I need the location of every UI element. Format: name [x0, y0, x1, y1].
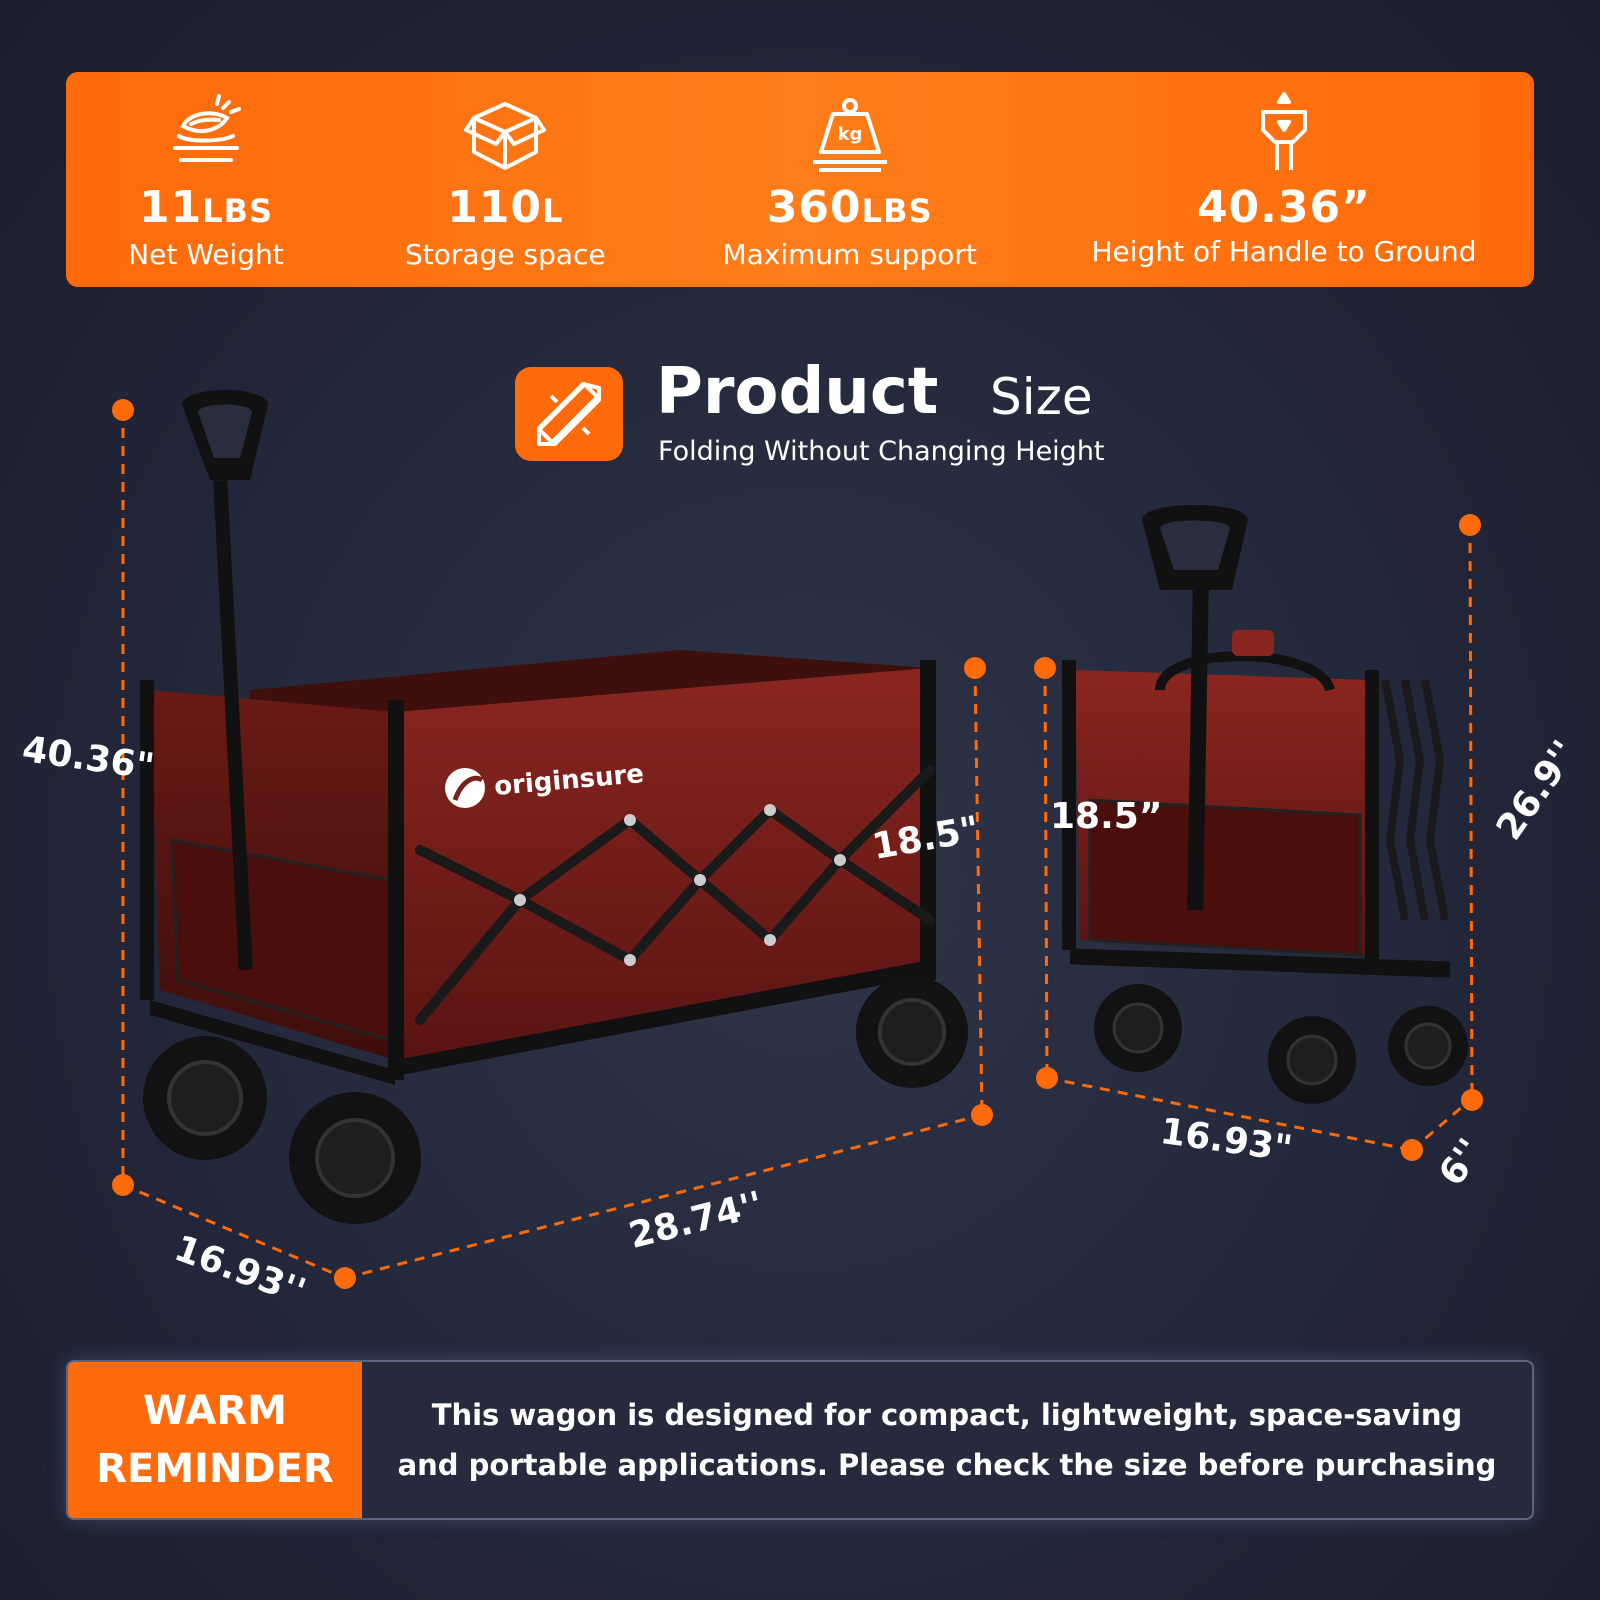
spec-storage: 110L Storage space	[385, 72, 625, 287]
reminder-text-line: and portable applications. Please check …	[397, 1448, 1497, 1482]
spec-banner: 11LBS Net Weight 110L Storage space kg	[66, 72, 1534, 287]
box-icon	[460, 90, 550, 180]
spec-label: Storage space	[405, 238, 606, 271]
open-wagon: originsure	[112, 390, 993, 1289]
reminder-text: This wagon is designed for compact, ligh…	[362, 1362, 1532, 1518]
spec-label: Maximum support	[722, 238, 977, 271]
wheel	[1094, 984, 1182, 1072]
folded-wagon	[1034, 505, 1483, 1161]
spec-value: 11LBS	[138, 182, 274, 233]
page-title: Product	[656, 355, 939, 429]
spec-label: Height of Handle to Ground	[1091, 235, 1477, 268]
spec-value: 110L	[447, 182, 564, 233]
spec-value: 360LBS	[766, 182, 933, 233]
svg-text:kg: kg	[837, 124, 862, 145]
dim-folded-side-height: 18.5”	[1050, 796, 1163, 837]
wheel	[143, 1036, 267, 1160]
spec-handle-height: 40.36” Height of Handle to Ground	[1074, 72, 1494, 287]
reminder-tag-line: REMINDER	[96, 1446, 334, 1492]
feather-weight-icon	[161, 90, 251, 180]
wheel	[1268, 1016, 1356, 1104]
reminder-text-line: This wagon is designed for compact, ligh…	[431, 1398, 1463, 1432]
wheel	[1388, 1006, 1468, 1086]
kg-weight-icon: kg	[805, 90, 895, 180]
wheel	[289, 1092, 421, 1224]
wheel	[856, 976, 968, 1088]
spec-net-weight: 11LBS Net Weight	[106, 72, 306, 287]
page-title-size: Size	[990, 368, 1093, 426]
handle-height-icon	[1239, 90, 1329, 180]
ruler-pencil-icon	[515, 367, 623, 461]
spec-max-support: kg 360LBS Maximum support	[705, 72, 995, 287]
reminder-tag: WARM REMINDER	[68, 1362, 362, 1518]
spec-label: Net Weight	[128, 238, 284, 271]
reminder-tag-line: WARM	[143, 1388, 287, 1434]
warm-reminder: WARM REMINDER This wagon is designed for…	[66, 1360, 1534, 1520]
spec-value: 40.36”	[1196, 182, 1372, 233]
page-subtitle: Folding Without Changing Height	[658, 436, 1105, 467]
